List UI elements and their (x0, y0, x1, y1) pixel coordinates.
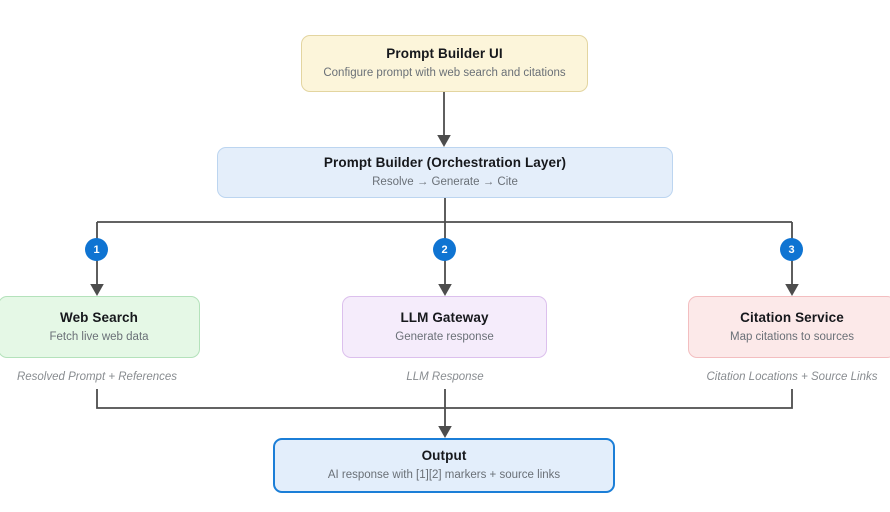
node-title: Prompt Builder UI (386, 46, 503, 62)
node-output: Output AI response with [1][2] markers +… (273, 438, 615, 493)
arrowhead-into-citation-service (785, 284, 799, 296)
node-prompt-builder-ui: Prompt Builder UI Configure prompt with … (301, 35, 588, 92)
node-subtitle: Generate response (395, 330, 494, 343)
node-web-search: Web Search Fetch live web data (0, 296, 200, 358)
node-llm-gateway: LLM Gateway Generate response (342, 296, 547, 358)
arrowhead-into-output (438, 426, 452, 438)
node-subtitle: Map citations to sources (729, 330, 854, 343)
step-badge-1: 1 (85, 238, 108, 261)
node-orchestration-layer: Prompt Builder (Orchestration Layer) Res… (217, 147, 673, 198)
step-badge-3: 3 (780, 238, 803, 261)
edge-branches-to-output (96, 389, 793, 426)
node-subtitle: Resolve → Generate → Cite (372, 176, 518, 189)
arrowhead-into-orchestration (437, 135, 451, 147)
step-badge-2: 2 (433, 238, 456, 261)
node-title: Citation Service (740, 309, 844, 325)
arrowhead-into-web-search (90, 284, 104, 296)
node-title: LLM Gateway (400, 309, 489, 325)
node-citation-service: Citation Service Map citations to source… (688, 296, 890, 358)
node-subtitle: Configure prompt with web search and cit… (323, 67, 566, 80)
arrowhead-into-llm-gateway (438, 284, 452, 296)
edge-label-llm-gateway-output: LLM Response (406, 371, 484, 383)
node-title: Web Search (59, 309, 139, 325)
node-title: Prompt Builder (Orchestration Layer) (323, 155, 567, 171)
edge-label-citation-service-output: Citation Locations + Source Links (706, 371, 878, 383)
edge-label-web-search-output: Resolved Prompt + References (16, 371, 178, 383)
node-title: Output (421, 448, 467, 464)
node-subtitle: Fetch live web data (49, 330, 149, 343)
node-subtitle: AI response with [1][2] markers + source… (327, 469, 561, 482)
